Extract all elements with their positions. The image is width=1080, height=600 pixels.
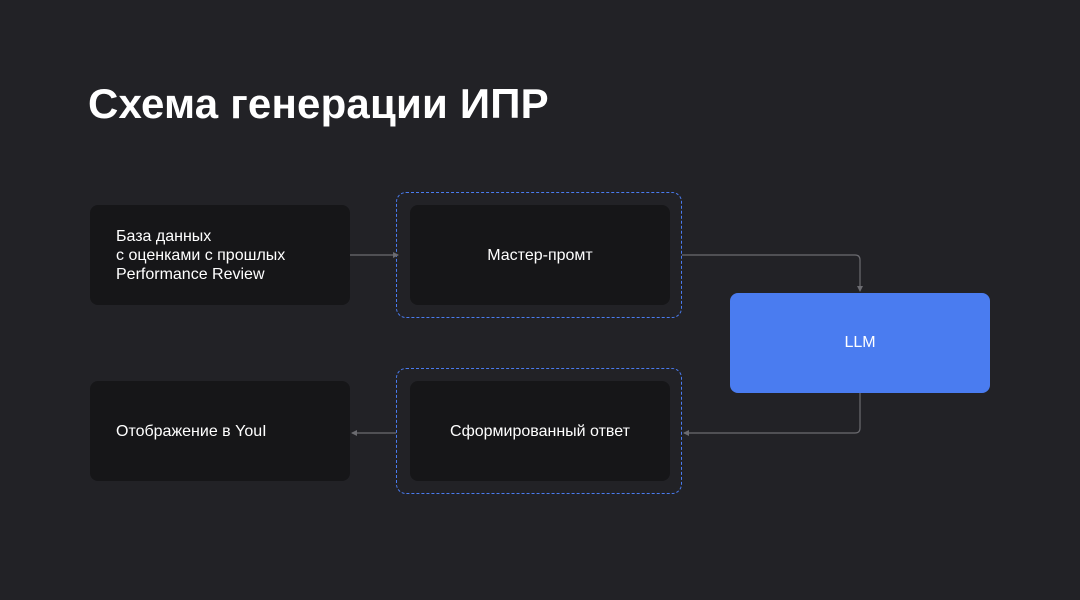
node-generated-answer: Сформированный ответ — [410, 381, 670, 481]
node-database: База данных с оценками с прошлых Perform… — [90, 205, 350, 305]
node-display: Отображение в YouI — [90, 381, 350, 481]
node-display-label: Отображение в YouI — [116, 422, 267, 440]
node-master-prompt: Мастер-промт — [410, 205, 670, 305]
node-database-label: База данных с оценками с прошлых Perform… — [116, 227, 286, 283]
node-master-prompt-label: Мастер-промт — [487, 246, 593, 264]
arrow-prompt-to-llm — [682, 254, 863, 292]
diagram-title: Схема генерации ИПР — [88, 80, 549, 127]
node-generated-answer-label: Сформированный ответ — [450, 422, 630, 440]
node-llm: LLM — [730, 293, 990, 393]
arrow-llm-to-answer — [683, 393, 861, 436]
node-llm-label: LLM — [844, 334, 876, 351]
generated-answer-dashed-frame — [396, 368, 682, 494]
